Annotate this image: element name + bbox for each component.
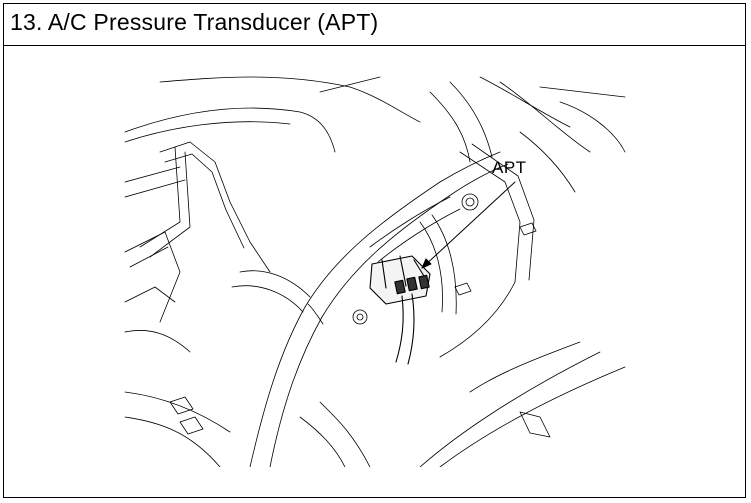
lower-panel	[124, 341, 626, 467]
mounting-bolts	[352, 193, 537, 325]
apt-sensor-connector	[369, 255, 431, 365]
apt-callout-label: APT	[492, 158, 527, 177]
background-hood-lines	[124, 76, 626, 193]
left-bracket	[124, 141, 271, 353]
engine-bay-illustration	[124, 76, 626, 467]
title-bar: 13. A/C Pressure Transducer (APT)	[4, 4, 745, 46]
page-title: 13. A/C Pressure Transducer (APT)	[10, 9, 379, 35]
apt-leader-line	[421, 181, 516, 269]
diagram-frame: 13. A/C Pressure Transducer (APT)	[3, 3, 746, 498]
hose-assembly	[369, 143, 535, 358]
